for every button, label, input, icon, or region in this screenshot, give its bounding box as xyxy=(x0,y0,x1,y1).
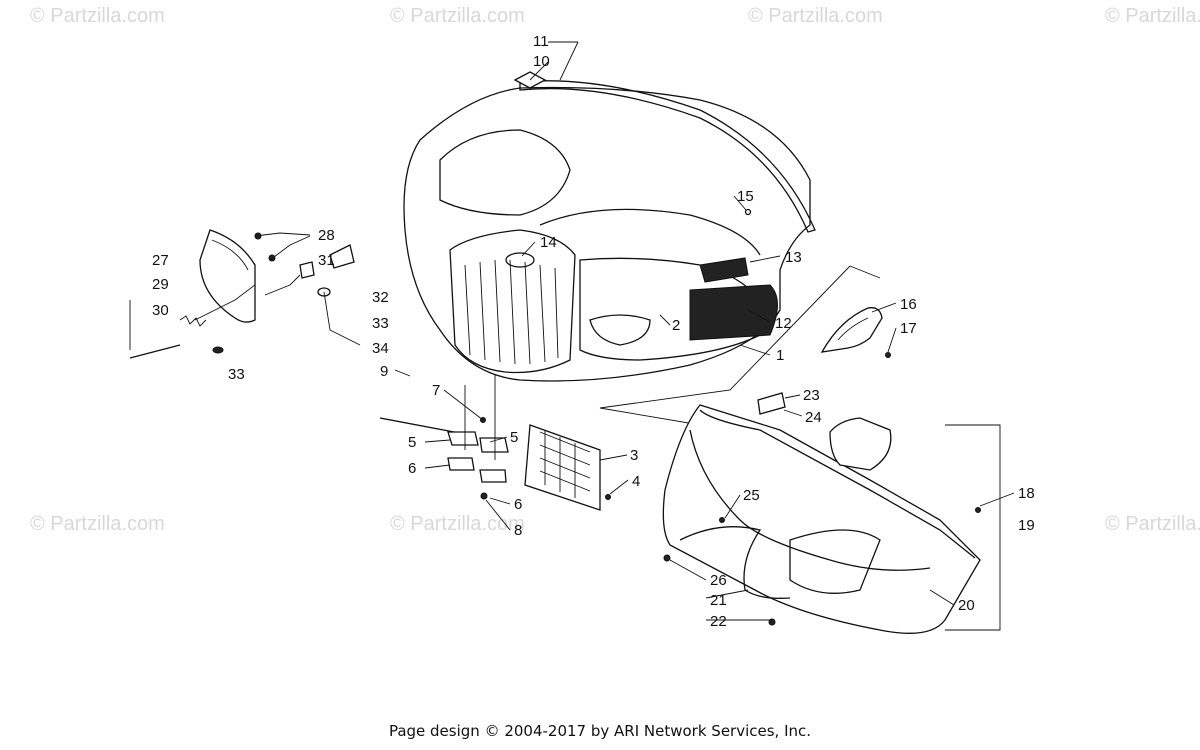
callout-1: 1 xyxy=(776,347,784,364)
callout-13: 13 xyxy=(785,249,802,266)
mesh-bracket-illustration xyxy=(379,375,611,511)
callout-29: 29 xyxy=(152,276,169,293)
callout-2: 2 xyxy=(672,317,680,334)
callout-6a: 6 xyxy=(408,460,416,477)
callout-32: 32 xyxy=(372,289,389,306)
callout-25: 25 xyxy=(743,487,760,504)
side-panel-illustration xyxy=(129,229,361,359)
callout-3: 3 xyxy=(630,447,638,464)
watermark: © Partzilla.com xyxy=(748,5,883,27)
callout-5a: 5 xyxy=(408,434,416,451)
callout-20: 20 xyxy=(958,597,975,614)
callout-11: 11 xyxy=(533,33,549,50)
callout-6b: 6 xyxy=(514,496,522,513)
callout-17: 17 xyxy=(900,320,917,337)
latch-illustration xyxy=(820,307,891,358)
watermark: © Partzilla.com xyxy=(390,513,525,535)
watermark: © Partzilla.com xyxy=(1105,513,1200,535)
watermark: © Partzilla.com xyxy=(1105,5,1200,27)
callout-labels: 1 2 3 4 5 5 6 6 7 8 9 10 11 12 13 14 15 … xyxy=(152,33,1035,630)
callout-4: 4 xyxy=(632,473,640,490)
callout-23: 23 xyxy=(803,387,820,404)
callout-10: 10 xyxy=(533,53,550,70)
copyright-footer: Page design © 2004-2017 by ARI Network S… xyxy=(388,722,812,740)
callout-24: 24 xyxy=(805,409,822,426)
callout-34: 34 xyxy=(372,340,389,357)
watermark: © Partzilla.com xyxy=(390,5,525,27)
callout-8: 8 xyxy=(514,522,522,539)
callout-33b: 33 xyxy=(228,366,245,383)
watermark: © Partzilla.com xyxy=(30,5,165,27)
callout-22: 22 xyxy=(710,613,727,630)
callout-26: 26 xyxy=(710,572,727,589)
callout-19: 19 xyxy=(1018,517,1035,534)
callout-28: 28 xyxy=(318,227,335,244)
callout-12: 12 xyxy=(775,315,792,332)
callout-7: 7 xyxy=(432,382,440,399)
callout-33a: 33 xyxy=(372,315,389,332)
callout-18: 18 xyxy=(1018,485,1035,502)
callout-5b: 5 xyxy=(510,429,518,446)
watermark: © Partzilla.com xyxy=(30,513,165,535)
callout-16: 16 xyxy=(900,296,917,313)
leader-lines xyxy=(394,41,1015,621)
callout-14: 14 xyxy=(540,234,557,251)
storage-tub-illustration xyxy=(662,392,1001,634)
callout-31: 31 xyxy=(318,252,335,269)
emblem-ellipse xyxy=(505,252,535,268)
callout-15: 15 xyxy=(737,188,754,205)
hood-illustration xyxy=(403,71,881,431)
callout-9: 9 xyxy=(380,363,388,380)
callout-27: 27 xyxy=(152,252,169,269)
callout-30: 30 xyxy=(152,302,169,319)
